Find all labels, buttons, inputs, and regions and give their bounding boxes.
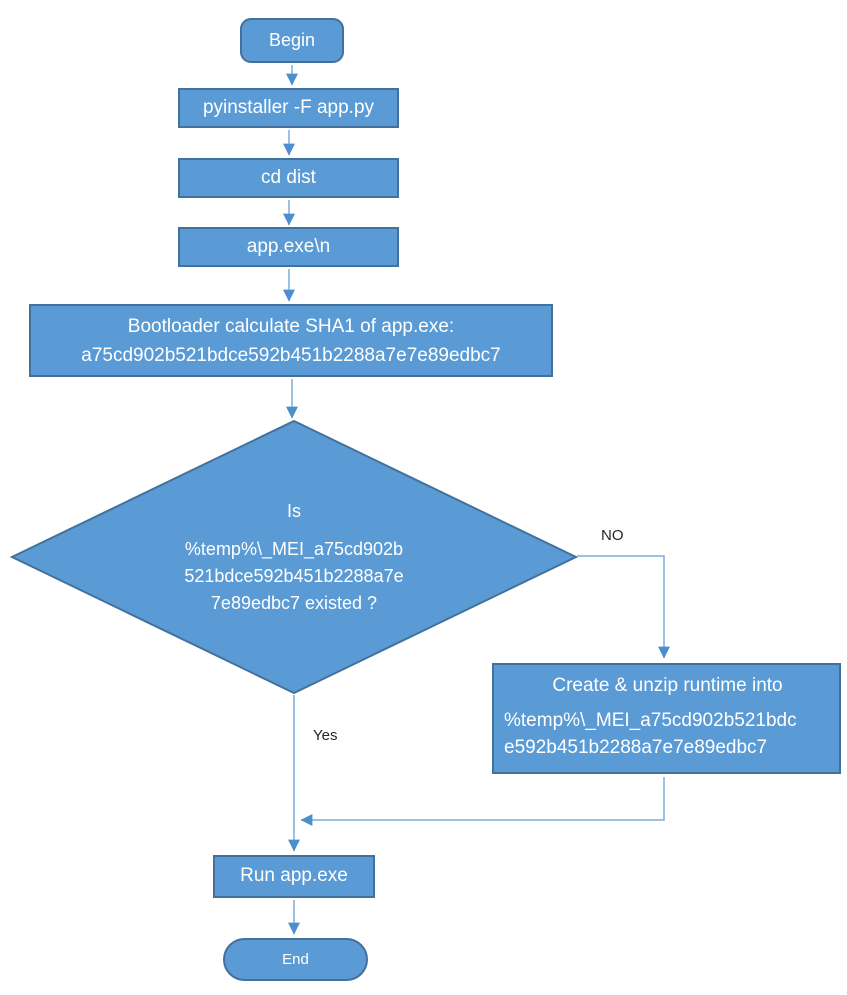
- node-bootloader-sha1-line1: Bootloader calculate SHA1 of app.exe:: [127, 315, 455, 337]
- decision-diamond-shape: [9, 419, 579, 695]
- node-begin-label: Begin: [268, 29, 316, 50]
- node-end: End: [223, 938, 368, 981]
- edge-label-yes: Yes: [313, 727, 338, 744]
- node-create-runtime: Create & unzip runtime into %temp%\_MEI_…: [492, 663, 841, 774]
- node-bootloader-sha1-line2: a75cd902b521bdce592b451b2288a7e7e89edbc7: [81, 344, 501, 366]
- node-create-runtime-path1: %temp%\_MEI_a75cd902b521bdc: [504, 710, 797, 731]
- edge-label-no: NO: [601, 527, 624, 544]
- node-create-runtime-path2: e592b451b2288a7e7e89edbc7: [504, 737, 768, 758]
- edge-decision-no-to-create: [577, 555, 670, 659]
- node-pyinstaller-label: pyinstaller -F app.py: [202, 96, 375, 118]
- node-pyinstaller-command: pyinstaller -F app.py: [178, 88, 399, 128]
- node-begin: Begin: [240, 18, 344, 63]
- node-run-app-exe-label: Run app.exe: [240, 865, 348, 887]
- node-end-label: End: [282, 950, 309, 968]
- node-cd-dist-label: cd dist: [261, 166, 316, 188]
- node-run-app-exe: Run app.exe: [213, 855, 375, 898]
- node-create-runtime-title: Create & unzip runtime into: [552, 675, 783, 696]
- node-app-exe: app.exe\n: [178, 227, 399, 267]
- node-cd-dist: cd dist: [178, 158, 399, 198]
- node-bootloader-sha1: Bootloader calculate SHA1 of app.exe: a7…: [29, 304, 553, 377]
- node-app-exe-label: app.exe\n: [246, 235, 331, 257]
- edge-create-to-yes-line: [300, 777, 665, 826]
